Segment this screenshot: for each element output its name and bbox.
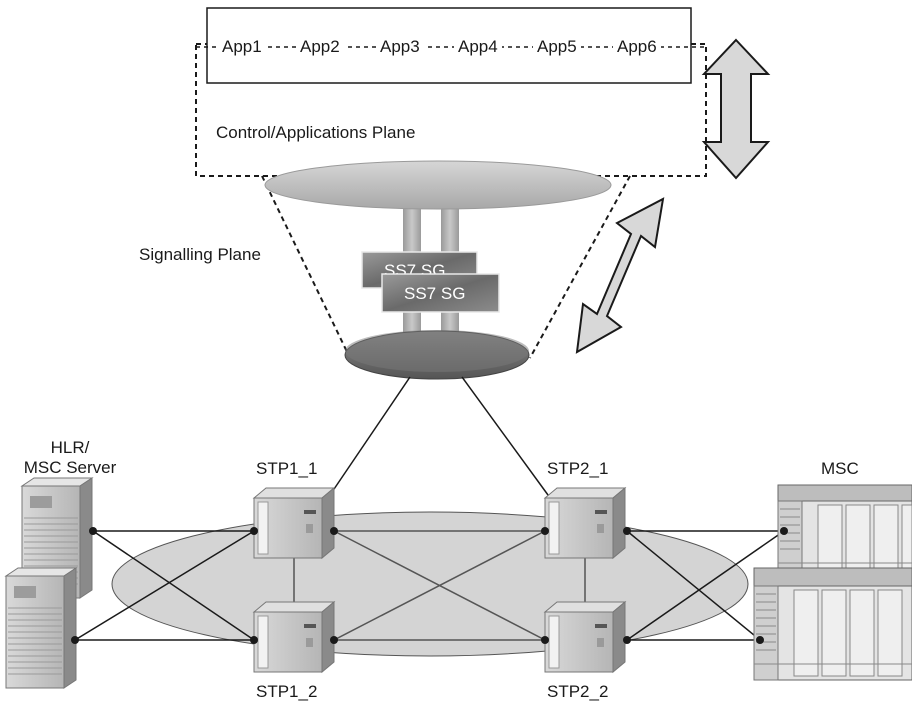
hlr-label-line2: MSC Server: [23, 458, 117, 477]
hlr-server-front: [4, 567, 78, 689]
app-label-4: App4: [454, 37, 502, 57]
msc-rack-bottom: [753, 567, 912, 681]
msc-rack-top: [777, 484, 912, 578]
app-label-3: App3: [376, 37, 424, 57]
funnel-right-edge: [529, 175, 631, 359]
network-ellipse: [111, 511, 749, 657]
hlr-links: [74, 530, 255, 641]
stp1-1-label: STP1_1: [256, 459, 318, 478]
stp2-1-label: STP2_1: [547, 459, 609, 478]
diagonal-double-arrow: [575, 197, 665, 354]
link-disc-stp2-1: [461, 376, 549, 496]
vertical-double-arrow: [701, 38, 771, 180]
stp1-1-server: [252, 486, 336, 560]
apps-box: [206, 7, 692, 84]
connection-dots: [71, 527, 788, 644]
stp2-2-label: STP2_2: [547, 682, 609, 701]
app-label-5: App5: [533, 37, 581, 57]
ss7-gateway-front: SS7 SG: [381, 273, 500, 313]
stp1-2-label: STP1_2: [256, 682, 318, 701]
control-plane-label: Control/Applications Plane: [216, 123, 416, 142]
hlr-label-line1: HLR/: [50, 438, 90, 457]
funnel-left-edge: [261, 175, 351, 359]
app-label-2: App2: [296, 37, 344, 57]
app-label-1: App1: [218, 37, 266, 57]
msc-links: [626, 530, 785, 641]
stp2-1-server: [543, 486, 627, 560]
signalling-plane-label: Signalling Plane: [139, 245, 261, 264]
msc-label: MSC: [821, 459, 859, 478]
signalling-plane-disc-top: [345, 330, 529, 372]
stp1-2-server: [252, 600, 336, 674]
app-label-6: App6: [613, 37, 661, 57]
control-plane-disc: [264, 160, 612, 210]
stp2-2-server: [543, 600, 627, 674]
link-disc-stp1-1: [329, 376, 411, 496]
ss7-gateway-front-label: SS7 SG: [404, 284, 465, 303]
